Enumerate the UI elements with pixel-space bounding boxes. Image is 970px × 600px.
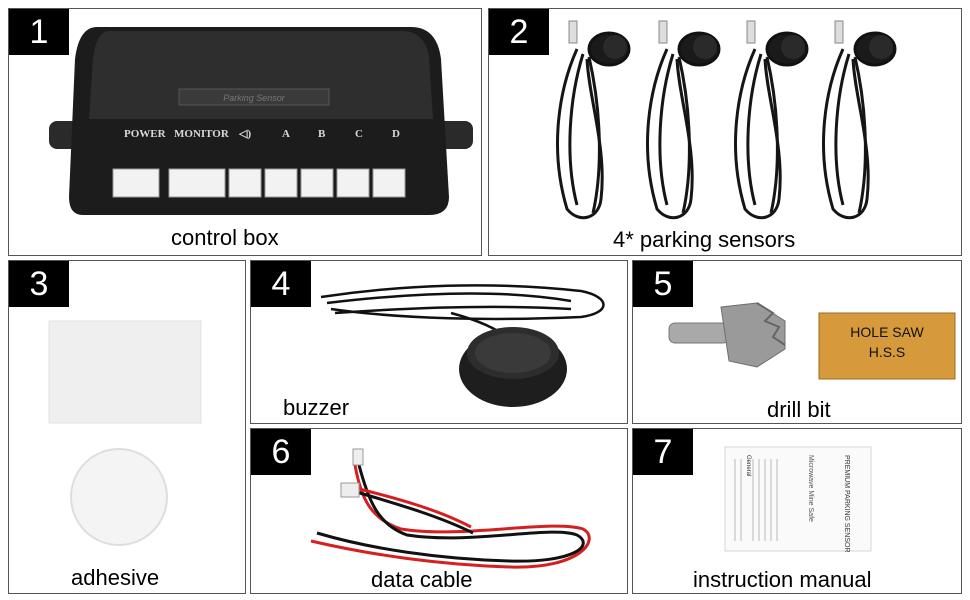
panel-caption: control box bbox=[171, 225, 279, 250]
control-box-top-label: Parking Sensor bbox=[223, 93, 286, 103]
panel-caption: buzzer bbox=[283, 395, 350, 420]
panel-instruction-manual: PREMIUM PARKING SENSOR Microwave Mine Sa… bbox=[632, 428, 962, 594]
manual-title: PREMIUM PARKING SENSOR bbox=[843, 455, 850, 553]
panel-caption: data cable bbox=[371, 567, 473, 592]
panel-number: 7 bbox=[633, 429, 693, 475]
control-box-image: Parking Sensor POWER MONITOR ◁) A B C D bbox=[49, 27, 473, 215]
panel-control-box: Parking Sensor POWER MONITOR ◁) A B C D … bbox=[8, 8, 482, 256]
sensor-2 bbox=[646, 20, 721, 220]
connector-c bbox=[336, 168, 370, 198]
manual-heading: General bbox=[745, 455, 751, 476]
port-label-b: B bbox=[318, 128, 326, 140]
sensor-1 bbox=[556, 20, 631, 220]
manual-subtitle: Microwave Mine Safe bbox=[807, 455, 814, 522]
panel-adhesive: 3 adhesive bbox=[8, 260, 246, 594]
port-label-power: POWER bbox=[124, 128, 167, 140]
panel-number: 5 bbox=[633, 261, 693, 307]
connector-monitor bbox=[168, 168, 226, 198]
adhesive-image bbox=[48, 320, 202, 546]
data-cable-image bbox=[310, 448, 591, 569]
port-label-c: C bbox=[355, 128, 363, 140]
panel-data-cable: 6 data cable bbox=[250, 428, 628, 594]
sensor-4 bbox=[822, 20, 897, 220]
connector-a bbox=[264, 168, 298, 198]
instruction-manual-image: PREMIUM PARKING SENSOR Microwave Mine Sa… bbox=[724, 446, 872, 553]
port-label-speaker: ◁) bbox=[238, 128, 251, 140]
drill-box-line2: H.S.S bbox=[869, 344, 906, 360]
sensor-3 bbox=[734, 20, 809, 220]
panel-number: 3 bbox=[9, 261, 69, 307]
panel-caption: adhesive bbox=[71, 565, 160, 590]
panel-number: 1 bbox=[9, 9, 69, 55]
panel-caption: 4* parking sensors bbox=[613, 227, 796, 252]
connector-d bbox=[372, 168, 406, 198]
panel-buzzer: 4 buzzer bbox=[250, 260, 628, 424]
panel-drill-bit: HOLE SAW H.S.S 5 drill bit bbox=[632, 260, 962, 424]
panel-caption: instruction manual bbox=[693, 567, 872, 592]
connector-b bbox=[300, 168, 334, 198]
panel-number: 6 bbox=[251, 429, 311, 475]
connector-power bbox=[112, 168, 160, 198]
parking-sensors-image bbox=[556, 20, 897, 220]
panel-parking-sensors: 2 4* parking sensors bbox=[488, 8, 962, 256]
drill-bit-box bbox=[818, 312, 956, 380]
buzzer-image bbox=[320, 284, 605, 407]
panel-number: 2 bbox=[489, 9, 549, 55]
panel-caption: drill bit bbox=[767, 397, 831, 422]
connector-speaker bbox=[228, 168, 262, 198]
drill-box-line1: HOLE SAW bbox=[850, 324, 924, 340]
port-label-d: D bbox=[392, 128, 400, 140]
panel-number: 4 bbox=[251, 261, 311, 307]
port-label-monitor: MONITOR bbox=[174, 128, 230, 140]
drill-bit-image: HOLE SAW H.S.S bbox=[668, 302, 956, 380]
port-label-a: A bbox=[282, 128, 290, 140]
